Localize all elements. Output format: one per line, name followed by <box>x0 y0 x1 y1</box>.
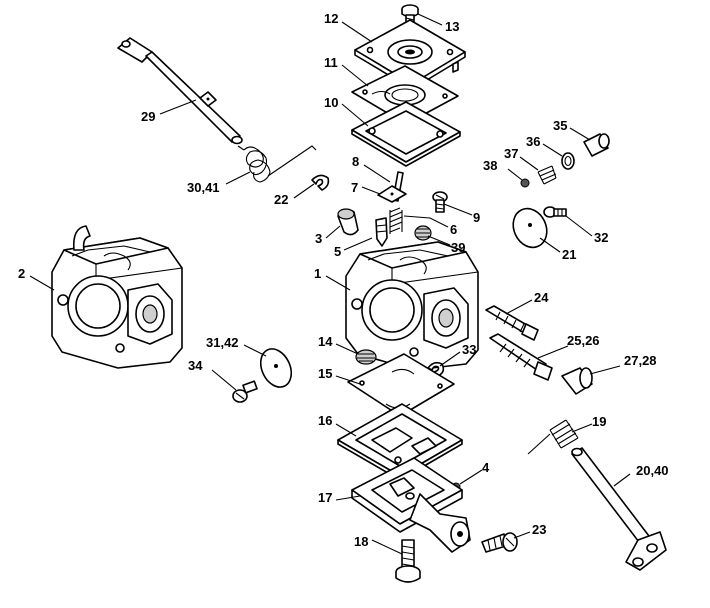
label-6: 6 <box>450 222 457 237</box>
part-3-plug <box>337 208 359 236</box>
label-4: 4 <box>482 460 490 475</box>
label-2: 2 <box>18 266 25 281</box>
label-3: 3 <box>315 231 322 246</box>
part-34-screw <box>232 380 258 403</box>
part-25-screw <box>489 333 553 381</box>
part-19-spring <box>527 419 579 455</box>
label-36: 36 <box>526 134 540 149</box>
label-23: 23 <box>532 522 546 537</box>
label-19: 19 <box>592 414 606 429</box>
part-10-gasket <box>351 101 461 167</box>
label-27-28: 27,28 <box>624 353 657 368</box>
part-16-gasket <box>337 403 463 481</box>
label-13: 13 <box>445 19 459 34</box>
label-18: 18 <box>354 534 368 549</box>
part-7-lever <box>377 185 407 203</box>
label-24: 24 <box>534 290 549 305</box>
part-23-screw <box>481 532 518 553</box>
label-35: 35 <box>553 118 567 133</box>
part-36-oring <box>561 152 575 170</box>
part-18-screw <box>395 539 421 583</box>
part-30-spring <box>237 145 317 183</box>
part-9-screw <box>432 191 448 213</box>
label-21: 21 <box>562 247 576 262</box>
label-22: 22 <box>274 192 288 207</box>
part-22-clip <box>311 174 330 191</box>
label-37: 37 <box>504 146 518 161</box>
label-17: 17 <box>318 490 332 505</box>
part-6-spring <box>389 207 403 234</box>
part-5-needle <box>375 217 388 247</box>
part-24-screw <box>485 305 539 341</box>
label-33: 33 <box>462 342 476 357</box>
label-34: 34 <box>188 358 203 373</box>
label-38: 38 <box>483 158 497 173</box>
label-29: 29 <box>141 109 155 124</box>
part-labels: 12 13 11 10 29 8 7 6 9 3 5 39 30,41 22 3… <box>18 11 669 549</box>
label-7: 7 <box>351 180 358 195</box>
label-5: 5 <box>334 244 341 259</box>
part-20-shaft <box>571 447 667 571</box>
label-16: 16 <box>318 413 332 428</box>
label-15: 15 <box>318 366 332 381</box>
part-38-ball <box>520 178 530 188</box>
part-14-screen <box>355 349 377 365</box>
label-12: 12 <box>324 11 338 26</box>
label-31-42: 31,42 <box>206 335 239 350</box>
label-8: 8 <box>352 154 359 169</box>
label-30-41: 30,41 <box>187 180 220 195</box>
part-35-fitting <box>583 133 610 157</box>
leader-lines <box>29 13 631 555</box>
part-39-screen <box>414 225 432 241</box>
part-2-carb-body <box>51 225 183 369</box>
part-27-cap <box>561 367 593 395</box>
part-31-disc <box>259 348 293 388</box>
part-17-cover <box>351 457 471 553</box>
part-37-spring <box>537 165 557 185</box>
label-14: 14 <box>318 334 333 349</box>
part-29-shaft <box>117 37 243 145</box>
label-32: 32 <box>594 230 608 245</box>
label-10: 10 <box>324 95 338 110</box>
label-20-40: 20,40 <box>636 463 669 478</box>
part-1-carb-body <box>345 241 479 371</box>
label-11: 11 <box>324 55 338 70</box>
label-1: 1 <box>314 266 321 281</box>
label-25-26: 25,26 <box>567 333 600 348</box>
part-32-screw <box>543 206 567 218</box>
label-39: 39 <box>451 240 465 255</box>
label-9: 9 <box>473 210 480 225</box>
part-21-disc <box>512 207 548 249</box>
